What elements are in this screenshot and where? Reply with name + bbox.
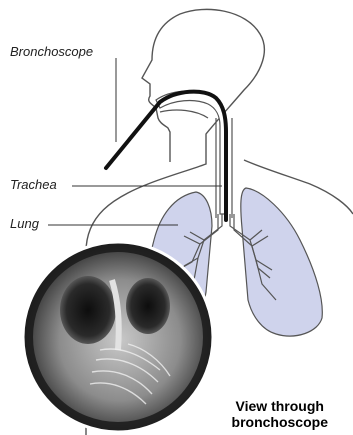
- view-caption-line2: bronchoscope: [232, 414, 328, 430]
- view-caption-line1: View through: [232, 398, 328, 414]
- lung-label: Lung: [10, 216, 39, 231]
- bronchoscope-label: Bronchoscope: [10, 44, 93, 59]
- oral-airway: [160, 110, 208, 118]
- right-lung: [241, 188, 322, 336]
- trachea-label: Trachea: [10, 177, 57, 192]
- view-caption: View through bronchoscope: [232, 398, 328, 430]
